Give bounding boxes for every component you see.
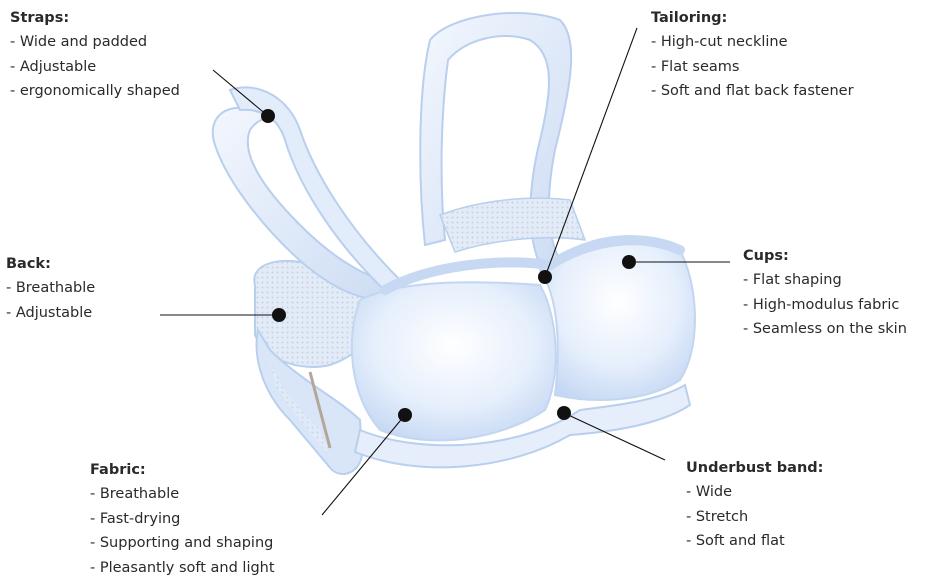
cups-title: Cups: (743, 244, 907, 268)
fabric-item: - Fast-drying (90, 507, 275, 532)
garment-drawing (213, 13, 695, 474)
marker-back (272, 308, 286, 322)
cups-item: - Seamless on the skin (743, 317, 907, 342)
straps-annotation: Straps: - Wide and padded - Adjustable -… (10, 6, 180, 104)
fabric-item: - Supporting and shaping (90, 531, 275, 556)
marker-straps (261, 109, 275, 123)
marker-tailoring (538, 270, 552, 284)
straps-item: - Wide and padded (10, 30, 180, 55)
tailoring-title: Tailoring: (651, 6, 854, 30)
straps-item: - ergonomically shaped (10, 79, 180, 104)
neckline-mesh (440, 198, 585, 252)
underbust-item: - Stretch (686, 505, 823, 530)
underbust-item: - Wide (686, 480, 823, 505)
tailoring-annotation: Tailoring: - High-cut neckline - Flat se… (651, 6, 854, 104)
underbust-annotation: Underbust band: - Wide - Stretch - Soft … (686, 456, 823, 554)
left-cup (352, 282, 556, 440)
back-item: - Breathable (6, 276, 95, 301)
marker-cups (622, 255, 636, 269)
tailoring-item: - Soft and flat back fastener (651, 79, 854, 104)
marker-underbust (557, 406, 571, 420)
back-annotation: Back: - Breathable - Adjustable (6, 252, 95, 325)
marker-fabric (398, 408, 412, 422)
straps-item: - Adjustable (10, 55, 180, 80)
fabric-title: Fabric: (90, 458, 275, 482)
straps-title: Straps: (10, 6, 180, 30)
cups-item: - Flat shaping (743, 268, 907, 293)
underbust-title: Underbust band: (686, 456, 823, 480)
fabric-item: - Pleasantly soft and light (90, 556, 275, 581)
fabric-item: - Breathable (90, 482, 275, 507)
fabric-annotation: Fabric: - Breathable - Fast-drying - Sup… (90, 458, 275, 580)
cups-annotation: Cups: - Flat shaping - High-modulus fabr… (743, 244, 907, 342)
tailoring-item: - High-cut neckline (651, 30, 854, 55)
underbust-item: - Soft and flat (686, 529, 823, 554)
back-item: - Adjustable (6, 301, 95, 326)
tailoring-item: - Flat seams (651, 55, 854, 80)
back-title: Back: (6, 252, 95, 276)
cups-item: - High-modulus fabric (743, 293, 907, 318)
